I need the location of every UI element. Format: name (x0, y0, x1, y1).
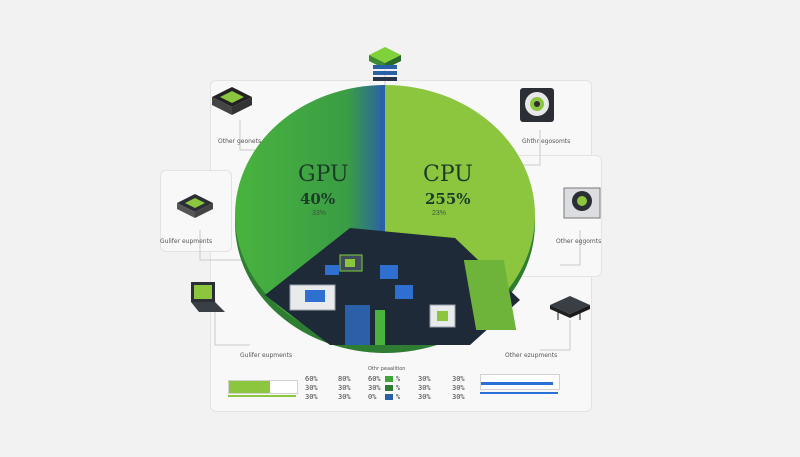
legend-left-bar-2 (228, 395, 296, 397)
memory-chip-icon (550, 296, 590, 320)
processor-icon (177, 194, 213, 218)
gpu-sub-value: 33% (312, 210, 327, 217)
legend-left-bar-fill (229, 381, 270, 393)
laptop-icon (191, 282, 225, 312)
legend-left-c2-r3: 30% (338, 393, 351, 401)
legend-left-c1-r2: 30% (305, 384, 318, 392)
legend-right-c1-r3: 30% (418, 393, 431, 401)
annotation-label-6: Gulifer eupments (240, 352, 293, 359)
legend-left-bar (228, 380, 298, 394)
legend-left-c2-r2: 30% (338, 384, 351, 392)
cpu-label: CPU (423, 162, 473, 187)
legend-mid-c2-r1: % (396, 375, 401, 383)
legend-right-bar-2 (480, 392, 558, 394)
cooling-fan-icon (520, 88, 554, 122)
annotation-label-1: Other geonets (218, 138, 262, 145)
circuit-board-illustration (265, 228, 520, 345)
legend-right-c2-r3: 30% (452, 393, 465, 401)
gpu-card-icon (212, 87, 252, 115)
legend-swatch-green (385, 376, 393, 382)
annotation-label-4: Other eggomts (556, 238, 602, 245)
legend-mid-c1-r3: 0% (368, 393, 377, 401)
legend-swatch-blue (385, 394, 393, 400)
legend-mid-c1-r2: 30% (368, 384, 381, 392)
legend-left-c1-r1: 60% (305, 375, 318, 383)
legend-right-c2-r2: 30% (452, 384, 465, 392)
annotation-label-2: Ghthr egosomts (522, 138, 571, 145)
legend-swatch-darkgreen (385, 385, 393, 391)
legend-right-bar-fill (481, 382, 553, 385)
legend-header: Othr peaalition (368, 366, 406, 372)
legend-right-bar (480, 374, 560, 390)
gpu-value: 40% (300, 190, 336, 208)
legend-left-c2-r1: 80% (338, 375, 351, 383)
cpu-value: 255% (425, 190, 471, 208)
gpu-label: GPU (298, 162, 349, 187)
annotation-label-5: Other ezupments (505, 352, 558, 359)
annotation-label-3: Gulifer eupments (160, 238, 213, 245)
legend-mid-c1-r1: 60% (368, 375, 381, 383)
legend-mid-c2-r2: % (396, 384, 401, 392)
power-supply-icon (563, 187, 601, 219)
legend-left-c1-r3: 30% (305, 393, 318, 401)
cpu-sub-value: 23% (432, 210, 447, 217)
legend-right-c1-r1: 30% (418, 375, 431, 383)
chip-stack-icon (369, 47, 401, 81)
legend-right-c2-r1: 30% (452, 375, 465, 383)
legend-right-c1-r2: 30% (418, 384, 431, 392)
legend-mid-c2-r3: % (396, 393, 401, 401)
